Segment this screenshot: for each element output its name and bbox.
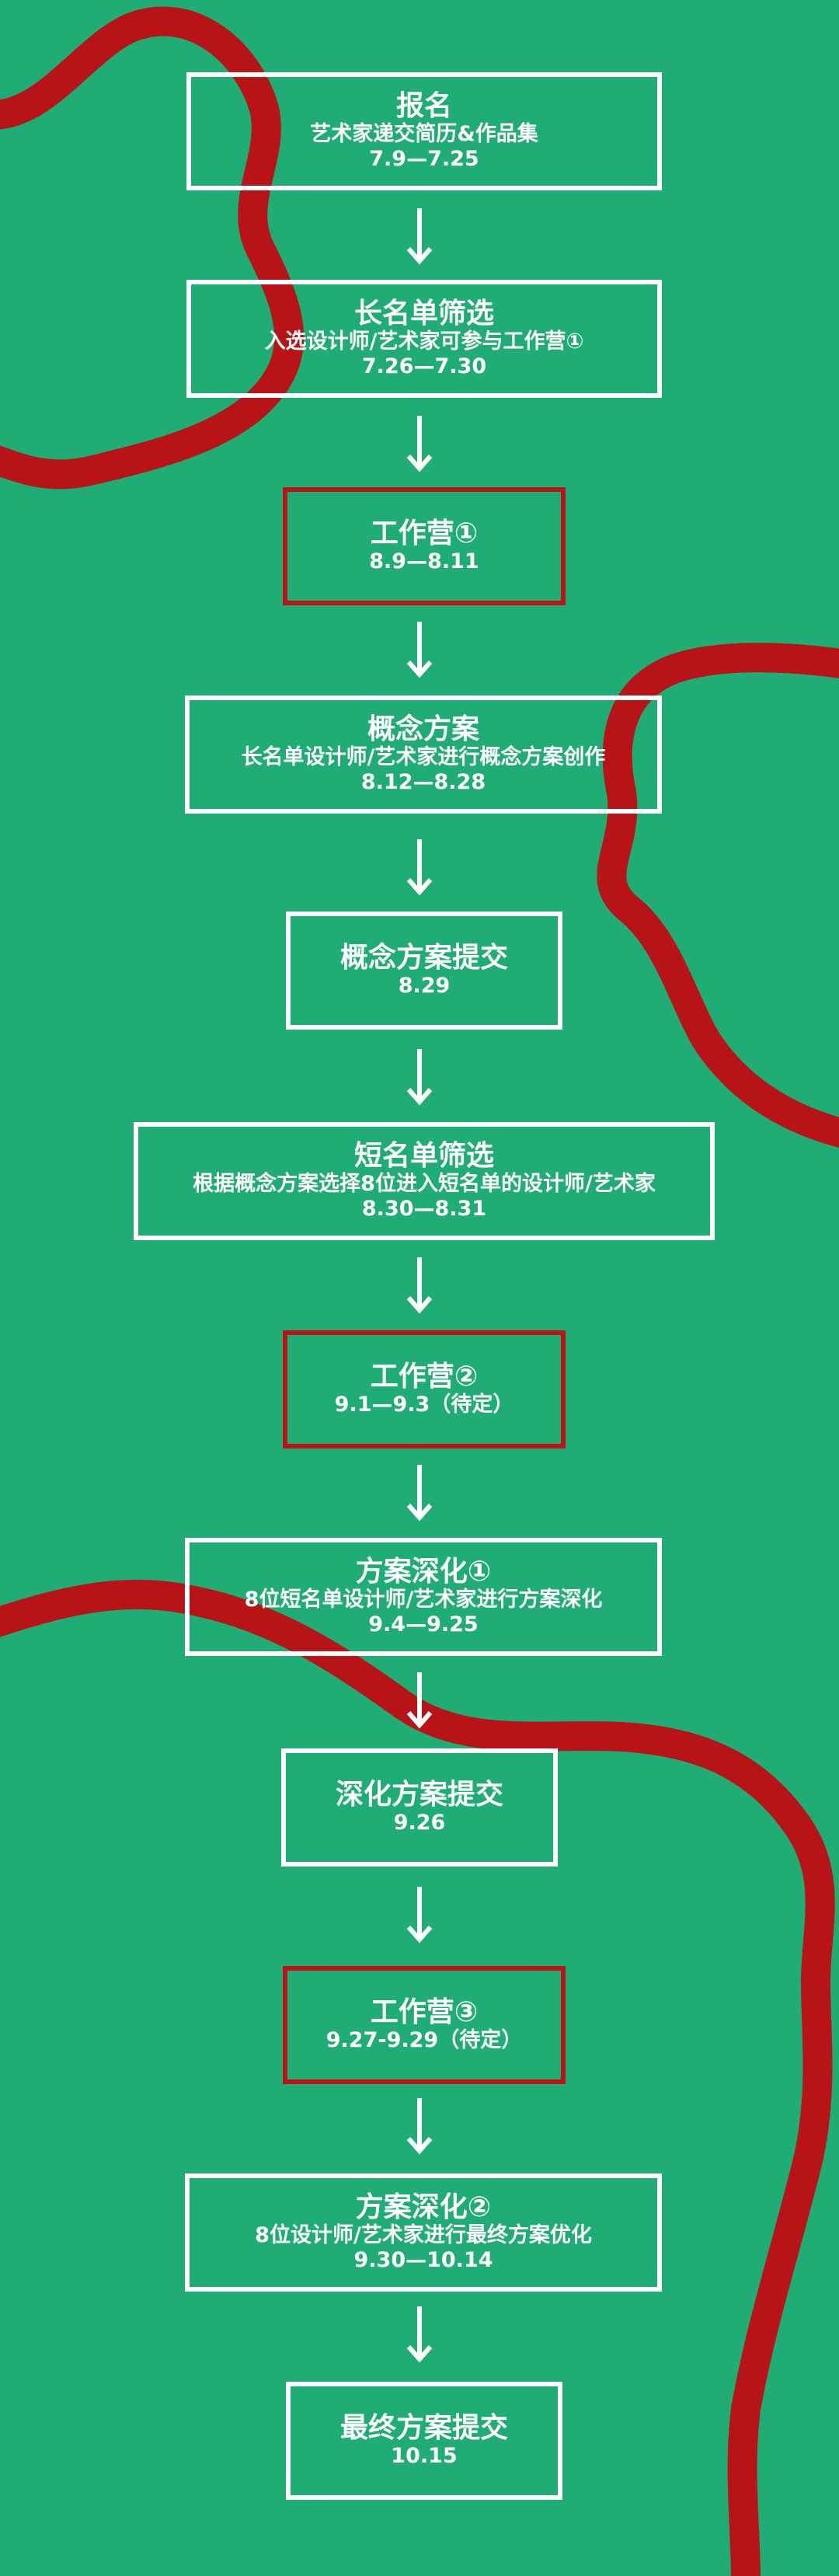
arrow-down-icon xyxy=(406,1672,433,1729)
ribbon-bottom xyxy=(0,1579,835,2576)
step-title: 概念方案 xyxy=(367,713,479,745)
step-workshop-1: 工作营① 8.9—8.11 xyxy=(283,487,566,605)
step-date: 10.15 xyxy=(391,2444,458,2468)
arrow-down-icon xyxy=(406,208,433,265)
step-subtitle: 入选设计师/艺术家可参与工作营① xyxy=(264,329,584,354)
step-title: 报名 xyxy=(395,90,452,122)
arrow-down-icon xyxy=(406,1257,433,1314)
step-development-1: 方案深化① 8位短名单设计师/艺术家进行方案深化 9.4—9.25 xyxy=(185,1538,662,1656)
step-development-submission: 深化方案提交 9.26 xyxy=(281,1748,558,1867)
arrow-down-icon xyxy=(406,2098,433,2155)
step-title: 方案深化① xyxy=(355,1556,492,1588)
arrow-down-icon xyxy=(406,1465,433,1522)
step-title: 工作营① xyxy=(370,518,479,549)
step-date: 9.4—9.25 xyxy=(368,1612,479,1637)
arrow-down-icon xyxy=(406,1049,433,1106)
step-date: 8.29 xyxy=(398,974,451,998)
arrow-down-icon xyxy=(406,2306,433,2363)
step-workshop-3: 工作营③ 9.27-9.29（待定） xyxy=(283,1966,566,2084)
step-subtitle: 长名单设计师/艺术家进行概念方案创作 xyxy=(241,745,606,769)
step-title: 工作营② xyxy=(370,1361,479,1393)
step-subtitle: 8位设计师/艺术家进行最终方案优化 xyxy=(255,2223,592,2247)
step-shortlist: 短名单筛选 根据概念方案选择8位进入短名单的设计师/艺术家 8.30—8.31 xyxy=(134,1122,715,1240)
step-subtitle: 艺术家递交简历&作品集 xyxy=(310,122,538,146)
step-workshop-2: 工作营② 9.1—9.3（待定） xyxy=(283,1330,566,1448)
step-registration: 报名 艺术家递交简历&作品集 7.9—7.25 xyxy=(186,72,662,190)
ribbon-middle-right xyxy=(597,643,839,1148)
step-date: 8.30—8.31 xyxy=(361,1197,487,1221)
arrow-down-icon xyxy=(406,416,433,472)
step-final-submission: 最终方案提交 10.15 xyxy=(286,2382,562,2500)
step-date: 9.30—10.14 xyxy=(353,2248,493,2272)
step-date: 9.1—9.3（待定） xyxy=(334,1393,514,1417)
step-date: 7.26—7.30 xyxy=(361,354,487,378)
step-concept: 概念方案 长名单设计师/艺术家进行概念方案创作 8.12—8.28 xyxy=(185,695,662,814)
arrow-down-icon xyxy=(406,839,433,896)
step-date: 8.12—8.28 xyxy=(360,770,486,794)
step-date: 9.27-9.29（待定） xyxy=(326,2028,523,2052)
step-development-2: 方案深化② 8位设计师/艺术家进行最终方案优化 9.30—10.14 xyxy=(185,2173,662,2292)
step-subtitle: 根据概念方案选择8位进入短名单的设计师/艺术家 xyxy=(193,1172,656,1196)
step-title: 长名单筛选 xyxy=(353,298,494,329)
ribbon-top-left xyxy=(0,6,304,490)
step-date: 9.26 xyxy=(393,1811,446,1835)
step-title: 工作营③ xyxy=(370,1996,479,2028)
step-subtitle: 8位短名单设计师/艺术家进行方案深化 xyxy=(244,1588,603,1612)
arrow-down-icon xyxy=(406,622,433,678)
step-date: 7.9—7.25 xyxy=(369,147,479,171)
step-title: 方案深化② xyxy=(355,2191,492,2223)
step-title: 概念方案提交 xyxy=(339,942,508,974)
step-title: 深化方案提交 xyxy=(335,1779,503,1811)
step-concept-submission: 概念方案提交 8.29 xyxy=(286,912,562,1030)
step-title: 最终方案提交 xyxy=(339,2412,508,2444)
arrow-down-icon xyxy=(406,1887,433,1943)
step-title: 短名单筛选 xyxy=(353,1140,494,1172)
step-date: 8.9—8.11 xyxy=(369,549,479,573)
step-longlist: 长名单筛选 入选设计师/艺术家可参与工作营① 7.26—7.30 xyxy=(186,280,662,398)
